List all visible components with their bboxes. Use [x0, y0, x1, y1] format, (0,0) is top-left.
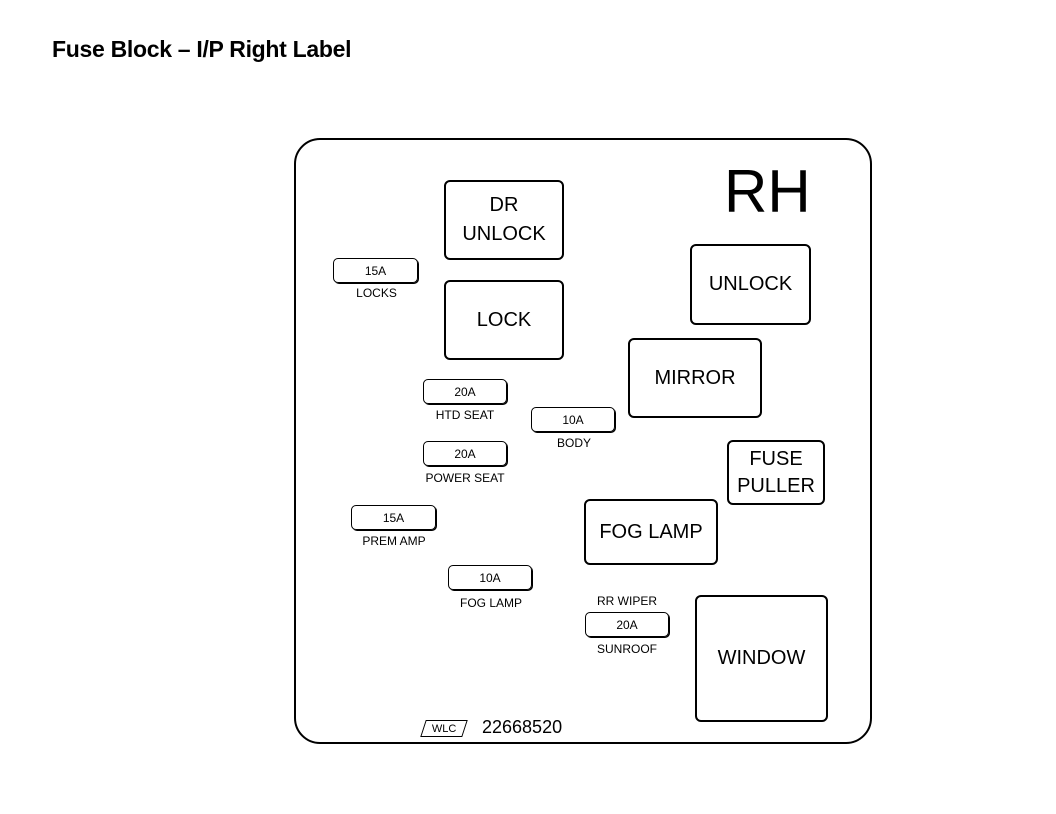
relay-mirror: MIRROR	[628, 338, 762, 418]
fuse-fog-lamp-rating: 10A	[479, 570, 501, 585]
fuse-puller-line1: FUSE	[749, 447, 803, 470]
fuse-prem-amp: 15A	[351, 505, 436, 530]
fuse-fog-lamp-label: FOG LAMP	[459, 596, 522, 610]
fuse-prem-amp-label: PREM AMP	[362, 534, 426, 548]
fuse-fog-lamp: 10A	[448, 565, 532, 590]
fuse-htd-seat-label: HTD SEAT	[435, 408, 495, 422]
relay-window-label: WINDOW	[717, 647, 806, 669]
relay-fog-lamp-label: FOG LAMP	[599, 520, 703, 543]
fuse-puller-line2: PULLER	[737, 474, 815, 497]
fuse-rr-wiper-sunroof-rating: 20A	[616, 617, 638, 632]
fuse-block-panel	[294, 138, 872, 744]
relay-unlock-label: UNLOCK	[708, 273, 793, 295]
fuse-htd-seat: 20A	[423, 379, 507, 404]
fuse-sunroof-label: SUNROOF	[597, 642, 657, 656]
fuse-locks-label: LOCKS	[356, 286, 397, 300]
fuse-prem-amp-rating: 15A	[382, 510, 405, 525]
fuse-power-seat: 20A	[423, 441, 507, 466]
fuse-rr-wiper-sunroof: 20A	[585, 612, 669, 637]
relay-unlock: UNLOCK	[690, 244, 811, 325]
fuse-rr-wiper-label: RR WIPER	[597, 594, 657, 608]
relay-fog-lamp: FOG LAMP	[584, 499, 718, 565]
fuse-locks: 15A	[333, 258, 418, 283]
fuse-body-rating: 10A	[562, 412, 584, 427]
page-title: Fuse Block – I/P Right Label	[52, 36, 352, 62]
relay-lock-label: LOCK	[476, 308, 532, 331]
fuse-locks-rating: 15A	[364, 263, 387, 278]
fuse-power-seat-rating: 20A	[454, 446, 476, 461]
relay-lock: LOCK	[444, 280, 564, 360]
part-number: 22668520	[482, 717, 563, 737]
fuse-puller: FUSE PULLER	[727, 440, 825, 505]
fuse-body: 10A	[531, 407, 615, 432]
wlc-logo: WLC	[420, 720, 468, 737]
relay-dr-unlock-line2: UNLOCK	[462, 223, 546, 245]
relay-window: WINDOW	[695, 595, 828, 722]
relay-mirror-label: MIRROR	[654, 366, 736, 389]
wlc-logo-text: WLC	[431, 722, 457, 735]
relay-dr-unlock-line1: DR	[489, 194, 519, 216]
fuse-htd-seat-rating: 20A	[454, 384, 476, 399]
fuse-body-label: BODY	[556, 436, 591, 450]
fuse-power-seat-label: POWER SEAT	[425, 471, 505, 485]
side-marker: RH	[724, 158, 811, 225]
relay-dr-unlock: DR UNLOCK	[444, 180, 564, 260]
